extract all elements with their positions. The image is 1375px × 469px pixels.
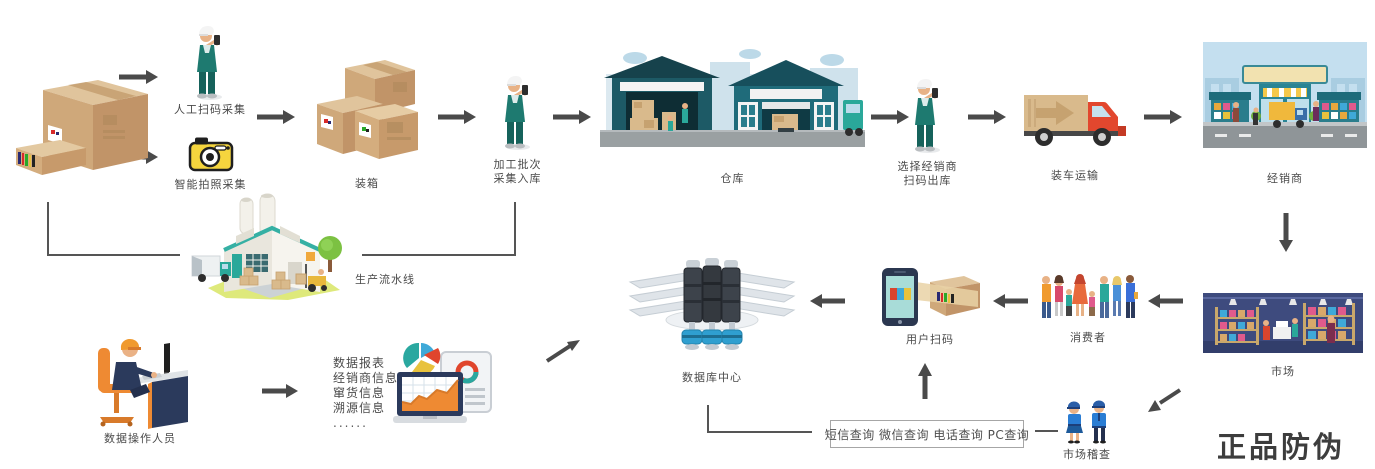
connector-database-to-query [707, 405, 812, 433]
select-distributor-label-line1: 选择经销商 [897, 160, 958, 173]
report-line: 数据报表 [333, 356, 386, 370]
photo-capture-label: 智能拍照采集 [174, 178, 247, 191]
node-select-distributor: 选择经销商 扫码出库 [890, 75, 965, 188]
report-line-ellipsis: ...... [333, 416, 368, 430]
batch-inbound-label-line2: 采集入库 [493, 172, 542, 185]
worker-scan-icon [197, 26, 222, 100]
manual-scan-label: 人工扫码采集 [174, 103, 246, 116]
arrow-laptop-to-database [545, 340, 580, 363]
police-officers-illustration [1066, 400, 1106, 444]
camera-icon [188, 137, 233, 172]
report-line: 经销商信息 [333, 371, 399, 385]
arrow-packing-to-batch [438, 110, 476, 124]
brand-title: 正品防伪 [1216, 430, 1345, 464]
database-servers-illustration [628, 258, 796, 350]
consumers-label: 消费者 [1070, 331, 1106, 344]
market-shelves-illustration [1203, 293, 1363, 353]
phone-scan-illustration [882, 268, 980, 326]
arrow-query-to-user-scan [918, 363, 932, 399]
distributor-label: 经销商 [1267, 172, 1303, 185]
arrow-batch-to-warehouse [553, 110, 591, 124]
arrow-distributor-to-market [1279, 213, 1293, 252]
node-manual-scan: 人工扫码采集 [165, 22, 255, 117]
factory-illustration [191, 193, 342, 300]
node-market: 市场 [1203, 293, 1363, 379]
node-market-inspection: 市场稽查 [1058, 396, 1116, 462]
user-scan-label: 用户扫码 [906, 333, 954, 346]
node-production-line [188, 192, 348, 302]
database-center-label: 数据库中心 [682, 371, 742, 384]
truck-transport-label: 装车运输 [1051, 169, 1099, 182]
node-warehouse: 仓库 [600, 44, 865, 186]
worker-scan-icon [914, 79, 940, 153]
packing-label: 装箱 [355, 177, 379, 190]
arrow-operator-to-reports [262, 384, 298, 398]
report-line: 窜货信息 [333, 386, 386, 400]
connector-production-to-batch [362, 202, 516, 256]
data-operator-label: 数据操作人员 [104, 432, 176, 445]
analytics-laptop-illustration [393, 342, 492, 423]
data-operator-illustration [98, 338, 188, 429]
connector-boxes-to-production [47, 202, 180, 256]
market-label: 市场 [1271, 365, 1295, 378]
node-source-boxes [5, 70, 170, 178]
arrow-truck-to-distributor [1144, 110, 1182, 124]
arrow-consumers-to-user-scan [993, 294, 1028, 308]
warehouse-illustration [600, 49, 865, 147]
node-distributor: 经销商 [1203, 42, 1367, 186]
packed-boxes-illustration [316, 60, 418, 159]
node-packing: 装箱 [312, 56, 422, 191]
arrow-market-to-consumers [1148, 294, 1183, 308]
arrow-capture-to-packing [257, 110, 295, 124]
production-line-label: 生产流水线 [355, 273, 415, 286]
arrow-outbound-to-truck [968, 110, 1006, 124]
node-database-center: 数据库中心 [628, 252, 796, 385]
node-batch-inbound: 加工批次 采集入库 [480, 72, 555, 186]
arrow-market-to-inspection [1148, 388, 1182, 412]
node-photo-capture: 智能拍照采集 [163, 136, 258, 192]
delivery-truck-illustration [1024, 95, 1126, 146]
market-inspection-label: 市场稽查 [1063, 448, 1111, 461]
select-distributor-label-line2: 扫码出库 [903, 174, 952, 187]
boxes-illustration [15, 80, 148, 175]
node-user-scan: 用户扫码 [880, 266, 980, 347]
node-consumers: 消费者 [1038, 272, 1138, 345]
node-data-operator: 数据操作人员 [85, 322, 195, 446]
query-channels-box: 短信查询 微信查询 电话查询 PC查询 [825, 420, 1029, 448]
node-analytics [393, 338, 493, 430]
node-truck-transport: 装车运输 [1022, 90, 1128, 183]
report-line: 溯源信息 [333, 401, 386, 415]
storefront-illustration [1203, 42, 1367, 148]
warehouse-label: 仓库 [720, 172, 745, 185]
batch-inbound-label-line1: 加工批次 [493, 158, 542, 171]
consumers-illustration [1042, 274, 1138, 318]
report-list: 数据报表 经销商信息 窜货信息 溯源信息 ...... [333, 356, 398, 431]
worker-scan-icon [504, 76, 530, 150]
arrow-user-scan-to-database [810, 294, 845, 308]
